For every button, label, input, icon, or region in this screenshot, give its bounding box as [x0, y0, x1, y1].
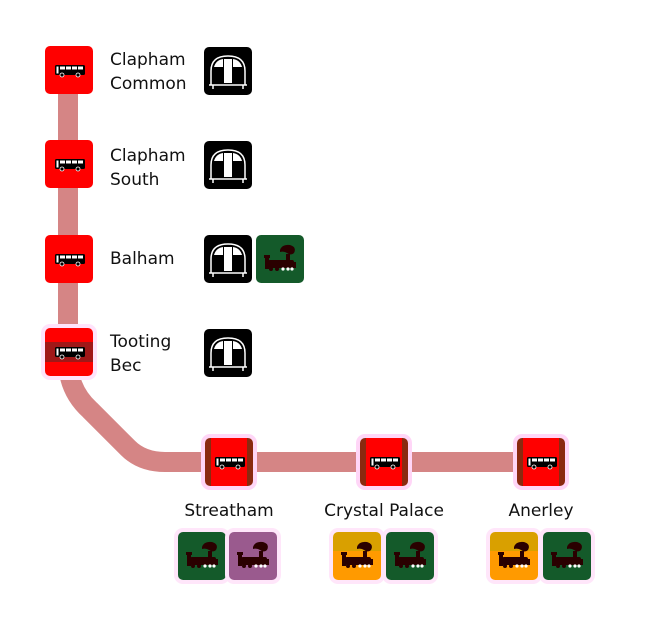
- bus-icon: [45, 140, 93, 188]
- station-label-clapham-south: Clapham South: [110, 144, 186, 192]
- tube-connection-clapham-south[interactable]: [204, 141, 252, 189]
- bus-stop-balham[interactable]: [45, 235, 93, 283]
- station-name-line1: Tooting: [110, 332, 172, 352]
- rail-connection-crystal-palace-1[interactable]: [333, 532, 381, 580]
- rail-connection-anerley-1[interactable]: [490, 532, 538, 580]
- station-label-streatham: Streatham: [184, 501, 274, 521]
- bus-icon: [45, 235, 93, 283]
- rail-connection-streatham-1[interactable]: [178, 532, 226, 580]
- station-name-line2: Bec: [110, 356, 142, 376]
- station-name-line2: Common: [110, 74, 187, 94]
- bus-icon: [45, 46, 93, 94]
- rail-connection-balham[interactable]: [256, 235, 304, 283]
- station-name-line1: Clapham: [110, 50, 186, 70]
- station-label-crystal-palace: Crystal Palace: [324, 501, 444, 521]
- bus-stop-crystal-palace[interactable]: [360, 438, 408, 486]
- bus-stop-clapham-common[interactable]: [45, 46, 93, 94]
- station-name-line1: Balham: [110, 249, 175, 269]
- train-icon: [333, 532, 381, 580]
- station-name-line1: Clapham: [110, 146, 186, 166]
- train-icon: [386, 532, 434, 580]
- tube-connection-balham[interactable]: [204, 235, 252, 283]
- station-label-anerley: Anerley: [508, 501, 574, 521]
- bus-stop-streatham[interactable]: [205, 438, 253, 486]
- train-icon: [178, 532, 226, 580]
- bus-stop-tooting-bec[interactable]: [45, 328, 93, 376]
- tube-icon: [204, 329, 252, 377]
- tube-connection-tooting-bec[interactable]: [204, 329, 252, 377]
- rail-connection-streatham-2[interactable]: [229, 532, 277, 580]
- rail-connection-anerley-2[interactable]: [543, 532, 591, 580]
- tube-connection-clapham-common[interactable]: [204, 47, 252, 95]
- bus-icon: [517, 438, 565, 486]
- tube-icon: [204, 235, 252, 283]
- tube-icon: [204, 47, 252, 95]
- rail-connection-crystal-palace-2[interactable]: [386, 532, 434, 580]
- bus-stop-anerley[interactable]: [517, 438, 565, 486]
- train-icon: [490, 532, 538, 580]
- bus-icon: [45, 328, 93, 376]
- station-name-line2: South: [110, 170, 160, 190]
- train-icon: [543, 532, 591, 580]
- station-label-clapham-common: Clapham Common: [110, 48, 187, 96]
- bus-icon: [360, 438, 408, 486]
- tube-icon: [204, 141, 252, 189]
- train-icon: [229, 532, 277, 580]
- station-label-balham: Balham: [110, 247, 175, 271]
- bus-stop-clapham-south[interactable]: [45, 140, 93, 188]
- station-label-tooting-bec: Tooting Bec: [110, 330, 171, 378]
- train-icon: [256, 235, 304, 283]
- bus-icon: [205, 438, 253, 486]
